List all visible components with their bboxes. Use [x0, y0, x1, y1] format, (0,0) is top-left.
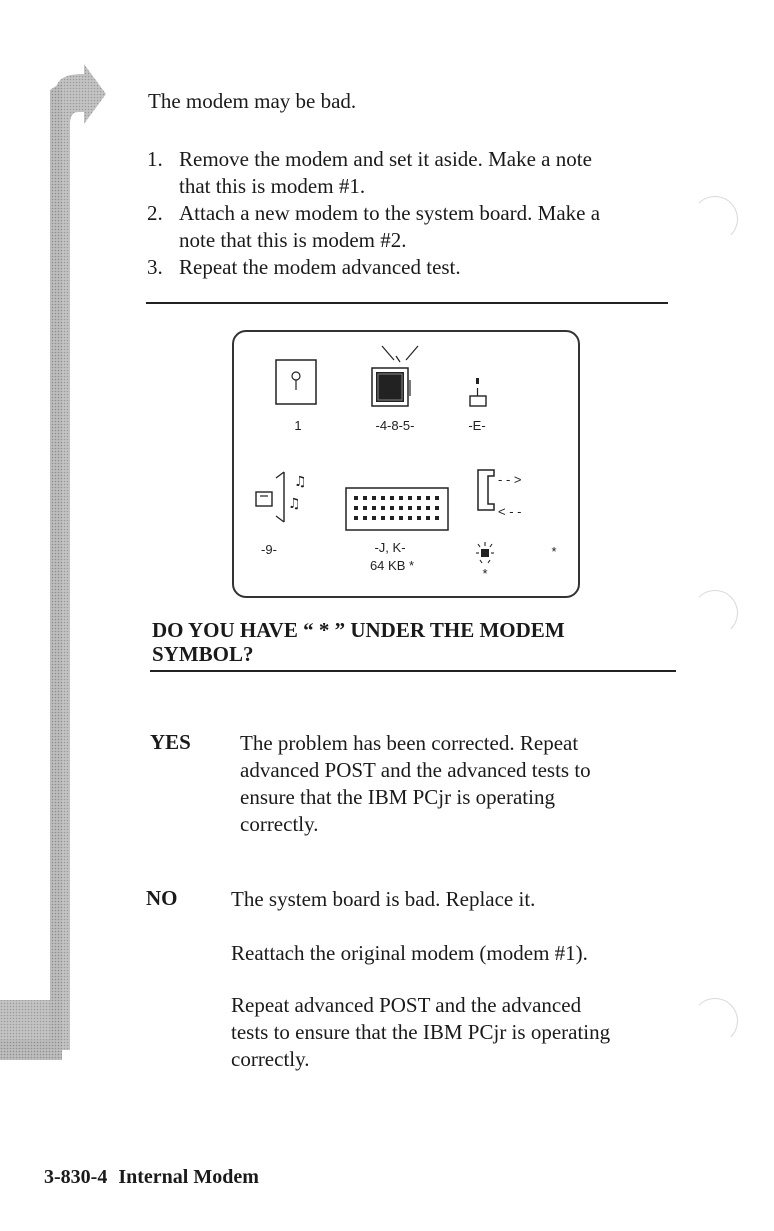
no-text-1: The system board is bad. Replace it.	[231, 887, 536, 911]
step-item: 2. Attach a new modem to the system boar…	[147, 201, 601, 252]
section-title: Internal Modem	[118, 1166, 259, 1188]
no-label: NO	[146, 886, 178, 910]
intro-text: The modem may be bad.	[148, 89, 357, 113]
memory-label: 1	[294, 418, 302, 433]
arrow-left: < - -	[498, 504, 522, 519]
keyboard-key	[354, 496, 358, 500]
keyboard-key	[363, 516, 367, 520]
keyboard-key	[390, 506, 394, 510]
keyboard-key	[426, 516, 430, 520]
modem-status-star: *	[482, 566, 488, 581]
memory-size: 64 KB *	[369, 558, 415, 573]
keyboard-key	[399, 496, 403, 500]
question-line2: SYMBOL?	[152, 642, 254, 666]
extra-star: *	[551, 544, 557, 559]
flow-bar	[0, 64, 106, 1060]
keyboard-key	[399, 516, 403, 520]
keyboard-io-label: -E-	[468, 418, 486, 433]
keyboard-key	[408, 516, 412, 520]
sound-label: -9-	[261, 542, 277, 557]
keyboard-key	[372, 496, 376, 500]
modem-icon	[477, 469, 495, 511]
keyboard-key	[390, 496, 394, 500]
step-item: 1. Remove the modem and set it aside. Ma…	[147, 147, 592, 198]
keyboard-key	[399, 506, 403, 510]
page-footer: 3-830-4 Internal Modem	[44, 1166, 259, 1189]
diagnostic-screen: 1 -4-8-5- -E- ♫ ♫ -9- -J, K- 64 KB * - -	[232, 330, 580, 598]
keyboard-key	[372, 506, 376, 510]
keyboard-key	[381, 506, 385, 510]
keyboard-key	[354, 506, 358, 510]
svg-text:♫: ♫	[294, 474, 307, 490]
keyboard-key	[426, 506, 430, 510]
keyboard-label: -J, K-	[374, 540, 406, 555]
step-item: 3. Repeat the modem advanced test.	[147, 255, 461, 279]
keyboard-key	[381, 496, 385, 500]
display-icon	[371, 345, 419, 407]
keyboard-key	[417, 496, 421, 500]
io-port-icon	[469, 378, 487, 407]
keyboard-key	[435, 506, 439, 510]
step-list: 1. Remove the modem and set it aside. Ma…	[147, 146, 687, 281]
keyboard-key	[363, 506, 367, 510]
keyboard-key	[408, 506, 412, 510]
svg-text:♫: ♫	[288, 496, 301, 512]
speaker-icon: ♫ ♫	[255, 471, 307, 523]
display-label: -4-8-5-	[375, 418, 415, 433]
page-reference: 3-830-4	[44, 1166, 108, 1188]
yes-label: YES	[150, 730, 191, 754]
punch-hole	[692, 590, 738, 636]
keyboard-key	[408, 496, 412, 500]
punch-hole	[692, 998, 738, 1044]
keyboard-key	[435, 496, 439, 500]
keyboard-key	[435, 516, 439, 520]
keyboard-key	[417, 506, 421, 510]
keyboard-key	[390, 516, 394, 520]
no-text-3: Repeat advanced POST and the advanced te…	[231, 993, 611, 1071]
question-divider	[150, 670, 676, 672]
keyboard-key	[354, 516, 358, 520]
memory-card-icon	[275, 359, 317, 405]
modem-status-icon	[476, 542, 494, 564]
punch-hole	[692, 196, 738, 242]
keyboard-key	[426, 496, 430, 500]
no-text-2: Reattach the original modem (modem #1).	[231, 941, 588, 965]
keyboard-icon	[345, 487, 449, 531]
keyboard-key	[363, 496, 367, 500]
keyboard-key	[417, 516, 421, 520]
question-line1: DO YOU HAVE “ * ” UNDER THE MODEM	[152, 618, 565, 642]
yes-text: The problem has been corrected. Repeat a…	[240, 731, 591, 836]
keyboard-key	[381, 516, 385, 520]
keyboard-key	[372, 516, 376, 520]
section-divider	[146, 302, 668, 304]
arrow-right: - - >	[498, 472, 522, 487]
